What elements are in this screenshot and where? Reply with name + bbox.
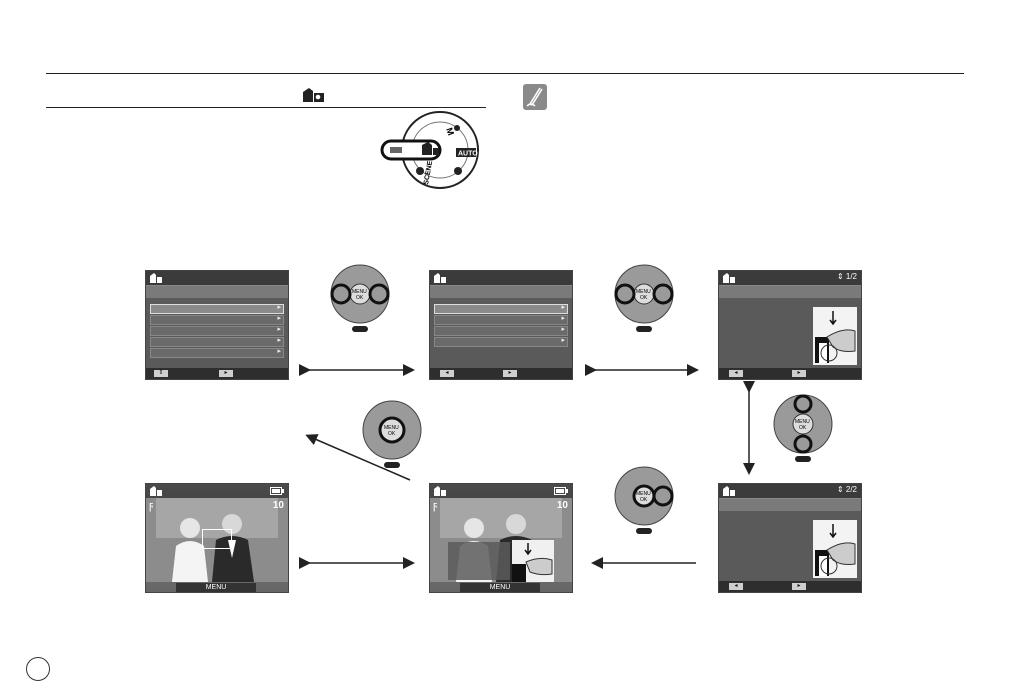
dial-label-auto: AUTO [458,151,478,158]
up-down-icon: ⇕ [154,370,168,377]
scene-mode-camera-icon [303,88,324,102]
menu-label: MENU [460,583,540,592]
note-pencil-icon [523,84,547,110]
flash-icon: ϝ [433,500,438,512]
menu-screen-2: ▸ ▸ ▸ ▸ ◂ ▸ [429,270,573,380]
couple-photo [146,498,288,582]
right-arrow-icon: ▸ [792,583,806,590]
live-view-screen-1: 10 ϝ MENU [145,483,289,593]
scene-mode-camera-icon [150,486,162,496]
menu-screen-1: ▸ ▸ ▸ ▸ ▸ ⇕ ▸ [145,270,289,380]
guide-illustration [813,307,857,365]
scene-mode-camera-icon [723,486,735,496]
scene-mode-camera-icon [150,273,162,283]
guide-illustration [813,520,857,578]
svg-text:OK: OK [640,295,648,301]
svg-text:MENU: MENU [636,491,651,497]
menu-row[interactable]: ▸ [150,348,284,358]
left-arrow-icon: ◂ [729,583,743,590]
right-arrow-icon: ▸ [792,370,806,377]
menu-label: MENU [176,583,256,592]
guide-overlay [448,542,510,580]
scene-mode-camera-icon [434,486,446,496]
svg-text:MENU: MENU [795,419,810,425]
battery-icon [270,487,284,495]
guide-screen-2-header: ⇕ 2/2 [719,484,861,499]
left-arrow-icon: ◂ [729,370,743,377]
mode-dial: M AUTO SCENE [380,111,479,189]
focus-frame [202,529,232,549]
control-pad-3: MENU OK [362,400,422,468]
control-pad-5: MENU OK [614,466,674,534]
left-arrow-icon: ◂ [440,370,454,377]
scene-mode-camera-icon [434,273,446,283]
menu-row[interactable]: ▸ [150,326,284,336]
right-arrow-icon: ▸ [503,370,517,377]
page-number-marker [26,657,50,681]
guide-screen-1-header: ⇕ 1/2 [719,271,861,286]
dial-label-m: M [444,126,456,136]
menu-screen-1-header [146,271,288,286]
resolution-indicator: 10 [272,500,284,511]
resolution-indicator: 10 [556,500,568,511]
guide-screen-2: ⇕ 2/2 ◂ ▸ [718,483,862,593]
menu-screen-1-footer: ⇕ ▸ [146,368,288,379]
control-pad-1: MENU OK [330,264,390,332]
menu-row[interactable]: ▸ [434,326,568,336]
menu-row[interactable]: ▸ [434,337,568,347]
svg-text:OK: OK [388,431,396,437]
control-pad-2: MENU OK [614,264,674,332]
flash-icon: ϝ [149,500,154,512]
top-rule [46,73,964,74]
svg-text:MENU: MENU [384,425,399,431]
svg-text:MENU: MENU [636,289,651,295]
guide-screen-1-footer: ◂ ▸ [719,368,861,379]
live-view-screen-2: 10 ϝ MENU [429,483,573,593]
menu-row[interactable]: ▸ [150,304,284,314]
control-pad-4: MENU OK [773,394,833,462]
guide-overlay-illustration [512,540,554,582]
guide-screen-1: ⇕ 1/2 ◂ ▸ [718,270,862,380]
menu-row[interactable]: ▸ [434,315,568,325]
dial-label-scene: SCENE [423,160,434,185]
page-indicator: ⇕ 2/2 [836,485,857,494]
menu-row[interactable]: ▸ [434,304,568,314]
svg-text:OK: OK [799,425,807,431]
menu-row[interactable]: ▸ [150,315,284,325]
svg-text:OK: OK [356,295,364,301]
right-arrow-icon: ▸ [219,370,233,377]
battery-icon [554,487,568,495]
menu-screen-2-footer: ◂ ▸ [430,368,572,379]
menu-screen-2-header [430,271,572,286]
svg-text:OK: OK [640,497,648,503]
scene-mode-camera-icon [723,273,735,283]
section-rule [46,107,486,108]
svg-text:MENU: MENU [352,289,367,295]
page-indicator: ⇕ 1/2 [836,272,857,281]
menu-row[interactable]: ▸ [150,337,284,347]
guide-screen-2-footer: ◂ ▸ [719,581,861,592]
